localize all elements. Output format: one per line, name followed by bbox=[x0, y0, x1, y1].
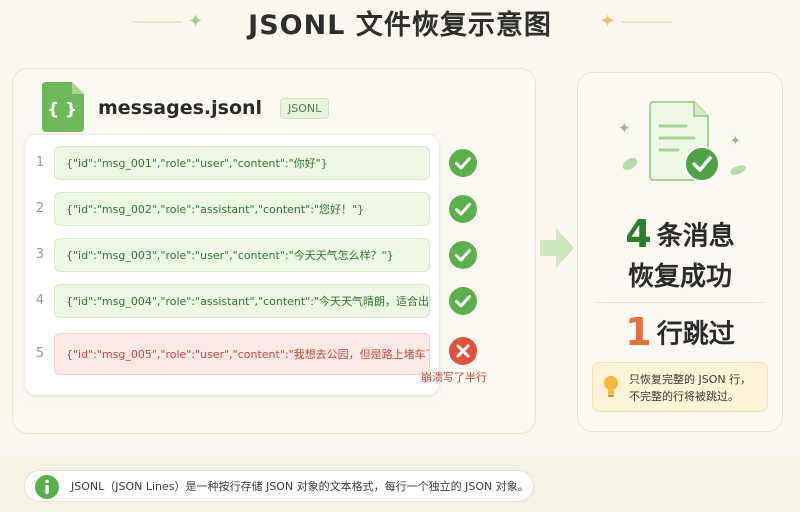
x-circle-icon bbox=[449, 337, 477, 365]
line-number: 2 bbox=[35, 201, 45, 216]
lightbulb-icon bbox=[604, 376, 618, 397]
tip-text: 只恢复完整的 JSON 行， 不完整的行将被跳过。 bbox=[629, 371, 765, 405]
title-deco-line-left bbox=[132, 21, 182, 23]
jsonl-line-4: {"id":"msg_004","role":"assistant","cont… bbox=[54, 284, 430, 318]
sparkle-icon: ✦ bbox=[600, 11, 616, 32]
line-number: 1 bbox=[35, 155, 45, 170]
title-deco-line-right bbox=[622, 21, 672, 23]
check-circle-icon bbox=[449, 195, 477, 223]
recovered-success-label: 恢复成功 bbox=[627, 262, 732, 292]
skipped-label: 行跳过 bbox=[656, 319, 735, 350]
recovered-success-row: 恢复成功 bbox=[600, 256, 760, 293]
line-number: 5 bbox=[35, 346, 45, 361]
recovered-label: 条消息 bbox=[656, 221, 735, 252]
footer-info-text: JSONL（JSON Lines）是一种按行存储 JSON 对象的文本格式，每行… bbox=[71, 480, 529, 493]
jsonl-line-2: {"id":"msg_002","role":"assistant","cont… bbox=[54, 192, 430, 226]
file-type-badge: JSONL bbox=[280, 98, 330, 119]
jsonl-line-5-broken: {"id":"msg_005","role":"user","content":… bbox=[54, 333, 430, 375]
line-number: 4 bbox=[35, 293, 45, 308]
info-circle-icon bbox=[35, 475, 59, 499]
tip-text-line-2: 不完整的行将被跳过。 bbox=[629, 390, 739, 403]
jsonl-line-3: {"id":"msg_003","role":"user","content":… bbox=[54, 238, 430, 272]
file-icon-label: { } bbox=[47, 100, 77, 120]
skipped-count: 1 bbox=[625, 310, 652, 354]
document-check-icon: ✦ ✦ bbox=[618, 101, 746, 182]
svg-text:✦: ✦ bbox=[730, 134, 741, 149]
line-number: 3 bbox=[35, 247, 45, 262]
skipped-count-row: 1 行跳过 bbox=[600, 310, 760, 354]
svg-text:✦: ✦ bbox=[618, 119, 631, 137]
error-note: 崩溃写了半行 bbox=[421, 371, 487, 384]
page-title: JSONL 文件恢复示意图 bbox=[248, 10, 552, 41]
tip-text-line-1: 只恢复完整的 JSON 行， bbox=[629, 373, 752, 386]
divider bbox=[596, 302, 764, 303]
jsonl-line-1: {"id":"msg_001","role":"user","content":… bbox=[54, 146, 430, 180]
file-braces-icon: { } bbox=[42, 82, 84, 132]
tip-box: 只恢复完整的 JSON 行， 不完整的行将被跳过。 bbox=[592, 362, 768, 412]
info-pill: JSONL（JSON Lines）是一种按行存储 JSON 对象的文本格式，每行… bbox=[24, 470, 534, 502]
arrow-right-icon bbox=[540, 228, 574, 268]
check-circle-icon bbox=[449, 241, 477, 269]
check-circle-icon bbox=[449, 149, 477, 177]
file-name: messages.jsonl bbox=[98, 97, 263, 119]
check-circle-icon bbox=[449, 287, 477, 315]
recovered-count: 4 bbox=[625, 212, 652, 256]
sparkle-icon: ✦ bbox=[188, 11, 204, 32]
recovered-count-row: 4 条消息 bbox=[600, 212, 760, 256]
